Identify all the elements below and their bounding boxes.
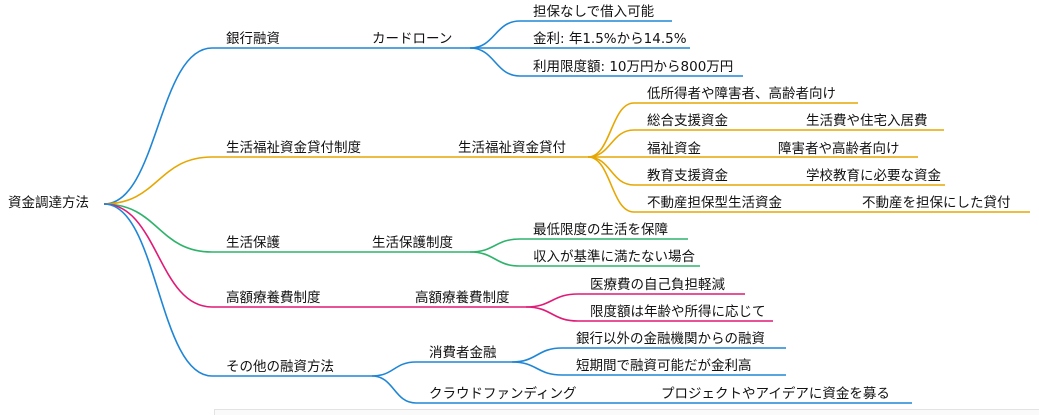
node-real-estate-collateral-loan[interactable]: 不動産を担保にした貸付	[862, 195, 1011, 211]
connector-limit-by-age	[525, 306, 773, 322]
connector-public-assistance	[103, 203, 360, 253]
node-school-education-fund[interactable]: 学校教育に必要な資金	[806, 168, 941, 184]
node-public-assistance-system[interactable]: 生活保護制度	[372, 235, 453, 251]
connector-income-below-standard	[469, 251, 700, 267]
connector-credit-limit	[469, 47, 743, 77]
node-crowdfunding[interactable]: クラウドファンディング	[429, 386, 577, 402]
node-consumer-finance[interactable]: 消費者金融	[429, 345, 497, 361]
connector-crowdfunding	[371, 375, 596, 404]
connector-fast-loan	[511, 361, 786, 376]
node-bank-loan[interactable]: 銀行融資	[226, 31, 280, 47]
node-income-below-standard[interactable]: 収入が基準に満たない場合	[533, 249, 695, 265]
connector-high-medical-cost	[103, 203, 404, 308]
node-high-medical-cost-system[interactable]: 高額療養費制度	[415, 290, 510, 306]
node-welfare-fund-system[interactable]: 生活福祉資金貸付制度	[226, 140, 361, 156]
connector-general-support-fund	[587, 129, 944, 158]
node-low-income-target[interactable]: 低所得者や障害者、高齢者向け	[647, 86, 836, 102]
connector-medical-burden	[525, 293, 745, 308]
node-public-assistance[interactable]: 生活保護	[226, 235, 280, 251]
node-limit-by-age-income[interactable]: 限度額は年齢や所得に応じて	[590, 304, 766, 320]
connector-other-financing	[103, 203, 372, 377]
node-medical-burden-reduction[interactable]: 医療費の自己負担軽減	[590, 277, 725, 293]
node-living-housing-cost[interactable]: 生活費や住宅入居費	[806, 113, 928, 129]
node-interest-rate[interactable]: 金利: 年1.5%から14.5%	[533, 31, 687, 47]
connector-welfare-fund-system	[103, 156, 444, 205]
node-raise-funds-for-projects[interactable]: プロジェクトやアイデアに資金を募る	[661, 386, 890, 402]
node-real-estate-living-fund[interactable]: 不動産担保型生活資金	[647, 195, 782, 211]
node-no-collateral[interactable]: 担保なしで借入可能	[533, 4, 655, 20]
node-fast-loan-high-rate[interactable]: 短期間で融資可能だが金利高	[576, 358, 752, 374]
bottom-panel-edge	[214, 409, 1039, 415]
connector-low-income-target	[587, 102, 858, 158]
node-disabled-elderly-target[interactable]: 障害者や高齢者向け	[778, 141, 900, 157]
node-general-support-fund[interactable]: 総合支援資金	[647, 113, 728, 129]
node-non-bank-loan[interactable]: 銀行以外の金融機関からの融資	[576, 331, 765, 347]
node-welfare-fund[interactable]: 福祉資金	[647, 141, 701, 157]
node-education-support-fund[interactable]: 教育支援資金	[647, 168, 728, 184]
connector-minimum-living	[469, 238, 688, 253]
connector-education-support-fund	[587, 156, 945, 186]
root-node[interactable]: 資金調達方法	[8, 195, 89, 211]
connector-non-bank-loan	[511, 347, 786, 363]
node-credit-limit[interactable]: 利用限度額: 10万円から800万円	[533, 59, 734, 75]
node-welfare-fund-loan[interactable]: 生活福祉資金貸付	[458, 140, 566, 156]
connector-consumer-finance	[371, 361, 512, 377]
node-minimum-living-guarantee[interactable]: 最低限度の生活を保障	[533, 222, 668, 238]
connector-no-collateral	[469, 20, 672, 49]
connector-real-estate-living-fund	[587, 156, 1030, 213]
node-other-financing[interactable]: その他の融資方法	[226, 359, 334, 375]
node-card-loan[interactable]: カードローン	[372, 31, 453, 47]
node-high-medical-cost[interactable]: 高額療養費制度	[226, 290, 321, 306]
connector-bank-loan	[103, 47, 360, 205]
